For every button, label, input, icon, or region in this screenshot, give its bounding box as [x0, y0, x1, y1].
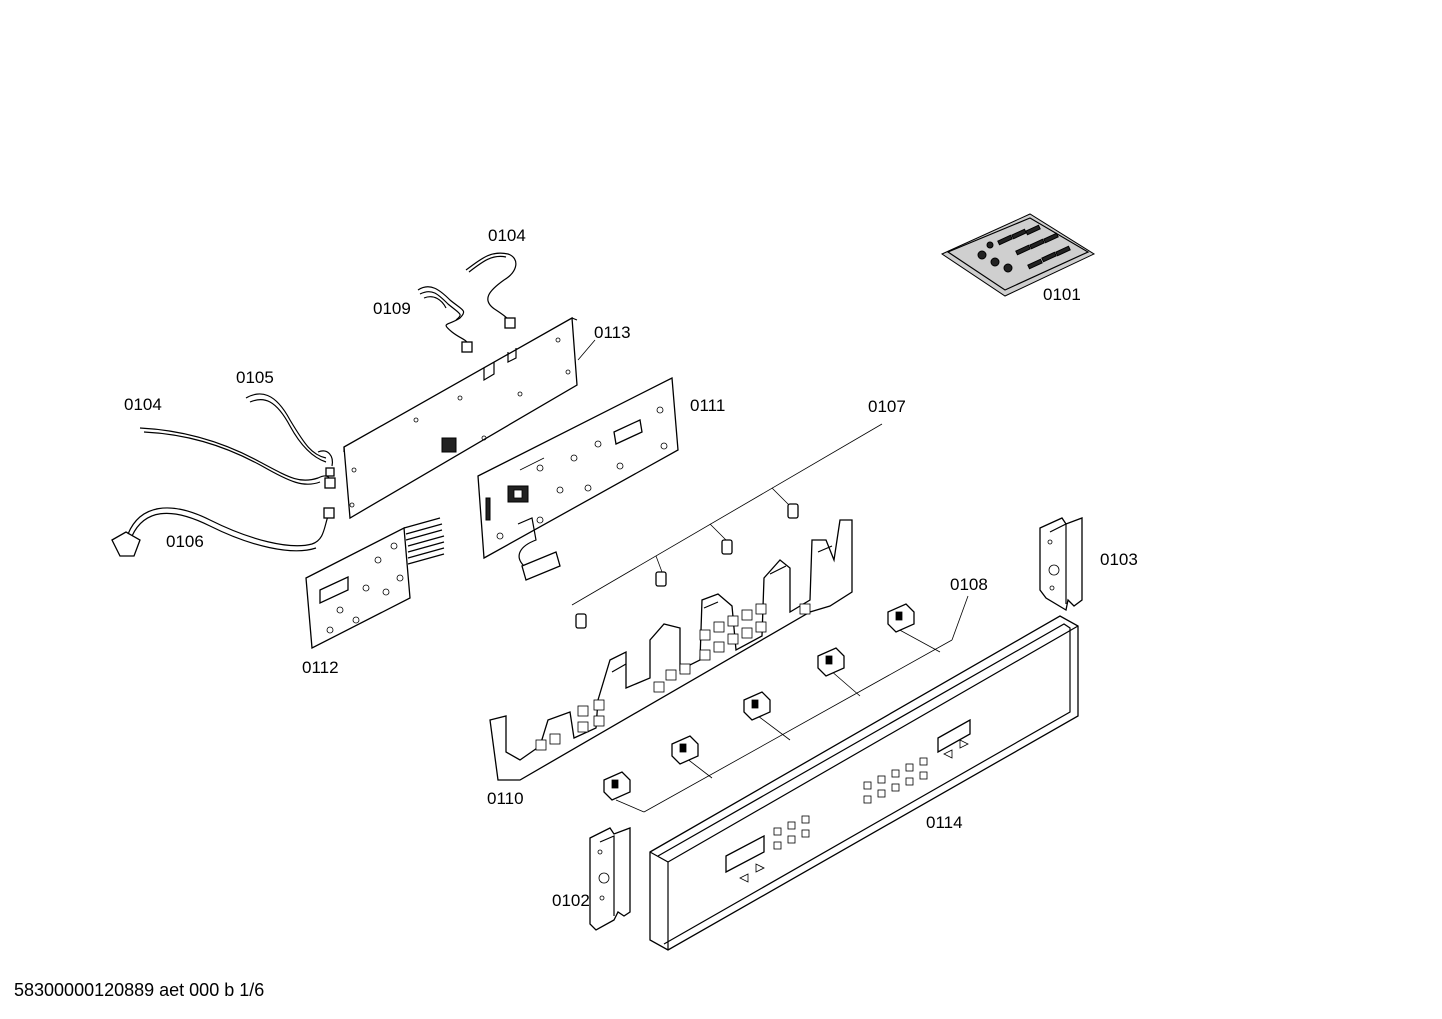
part-0112-display-board [305, 517, 445, 650]
part-0102-bracket-left [589, 827, 631, 931]
part-0103-bracket-right [1039, 517, 1083, 612]
part-0114-front-panel [649, 615, 1079, 951]
label-0106: 0106 [166, 532, 204, 551]
label-0104-left: 0104 [124, 395, 162, 414]
part-0111-control-board [477, 376, 679, 581]
label-0112: 0112 [302, 658, 339, 677]
label-0113: 0113 [594, 323, 631, 342]
part-0105-wire-harness [245, 393, 335, 477]
label-0102: 0102 [552, 891, 590, 910]
part-0109-wire-harness [417, 286, 473, 353]
part-0104-wire-harness-top [465, 252, 517, 329]
part-0106-wire-harness [111, 507, 335, 557]
label-0103: 0103 [1100, 550, 1138, 569]
document-reference-footer: 58300000120889 aet 000 b 1/6 [14, 980, 265, 1000]
label-0107: 0107 [868, 397, 906, 416]
label-0110: 0110 [487, 789, 524, 808]
label-0105: 0105 [236, 368, 274, 387]
label-0114: 0114 [926, 813, 963, 832]
label-0108: 0108 [950, 575, 988, 594]
part-0101-fastener-bag [940, 213, 1096, 297]
part-0107-caps [571, 423, 883, 629]
part-0104-wire-harness-left [139, 427, 336, 489]
label-0109: 0109 [373, 299, 411, 318]
part-0108-switch-clips [603, 595, 969, 813]
label-0111: 0111 [690, 396, 725, 415]
part-0113-rear-board [343, 316, 596, 520]
label-0101: 0101 [1043, 285, 1081, 304]
label-0104-top: 0104 [488, 226, 526, 245]
part-0110-frame [489, 519, 853, 781]
